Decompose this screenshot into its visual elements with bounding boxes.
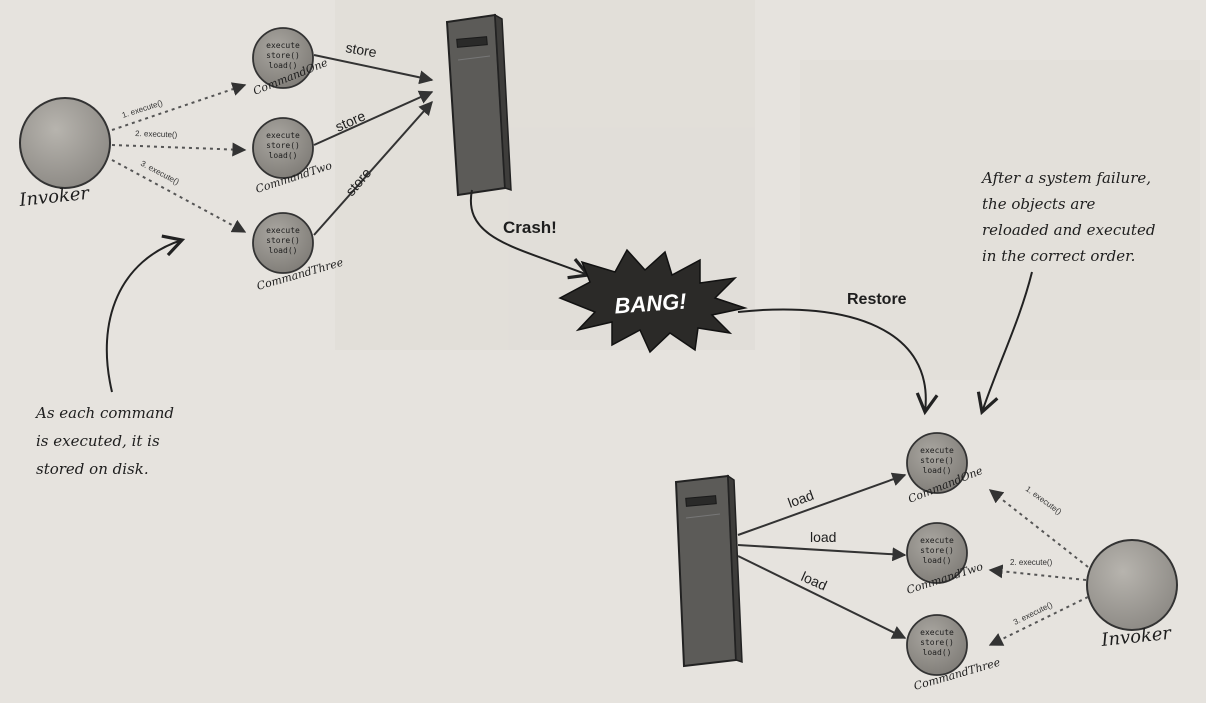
load-label-2: load (810, 529, 836, 545)
right-cmd2-line1: execute (920, 536, 954, 545)
crash-label: Crash! (503, 218, 557, 237)
load-label-3: load (799, 568, 830, 593)
right-call-3: 3. execute() (1012, 600, 1054, 627)
right-command-three: execute store() load() (907, 615, 967, 675)
left-disk (447, 15, 511, 195)
load-arrows (738, 475, 905, 638)
right-cmd1-line2: store() (920, 456, 954, 465)
store-note-line-1: As each command (34, 404, 174, 422)
right-cmd3-line2: store() (920, 638, 954, 647)
left-cmd2-line3: load() (269, 151, 298, 160)
left-cmd1-line1: execute (266, 41, 300, 50)
restore-note-line-4: in the correct order. (982, 247, 1135, 265)
load-label-1: load (786, 487, 816, 511)
right-cmd1-line3: load() (923, 466, 952, 475)
left-invoker (20, 98, 110, 188)
store-note-pointer (107, 240, 182, 392)
left-cmd2-line1: execute (266, 131, 300, 140)
left-cmd3-line1: execute (266, 226, 300, 235)
left-cmd2-line2: store() (266, 141, 300, 150)
left-cmd3-line3: load() (269, 246, 298, 255)
right-cmd2-line2: store() (920, 546, 954, 555)
right-call-2: 2. execute() (1010, 558, 1053, 567)
left-invoker-label: Invoker (17, 183, 91, 211)
right-cmd1-line1: execute (920, 446, 954, 455)
store-note-line-2: is executed, it is (36, 432, 160, 450)
left-command-three: execute store() load() (253, 213, 313, 273)
store-note-line-3: stored on disk. (36, 460, 149, 478)
restore-note-line-2: the objects are (982, 195, 1096, 213)
right-cmd3-line1: execute (920, 628, 954, 637)
left-call-3: 3. execute() (139, 159, 181, 187)
right-cmd3-line3: load() (923, 648, 952, 657)
right-disk (676, 476, 742, 666)
restore-note-line-3: reloaded and executed (982, 221, 1155, 239)
right-call-1: 1. execute() (1024, 484, 1064, 516)
right-invoker (1087, 540, 1177, 630)
restore-label: Restore (847, 291, 907, 308)
left-cmd3-line2: store() (266, 236, 300, 245)
bang-label: BANG! (614, 289, 688, 319)
right-invoker-label: Invoker (1099, 623, 1173, 651)
left-call-1: 1. execute() (121, 98, 164, 120)
right-cmd2-line3: load() (923, 556, 952, 565)
left-call-2: 2. execute() (135, 129, 178, 139)
store-note: As each command is executed, it is store… (34, 404, 174, 478)
restore-note-line-1: After a system failure, (980, 169, 1151, 187)
right-execute-arrows (990, 490, 1088, 645)
left-cmd1-line2: store() (266, 51, 300, 60)
